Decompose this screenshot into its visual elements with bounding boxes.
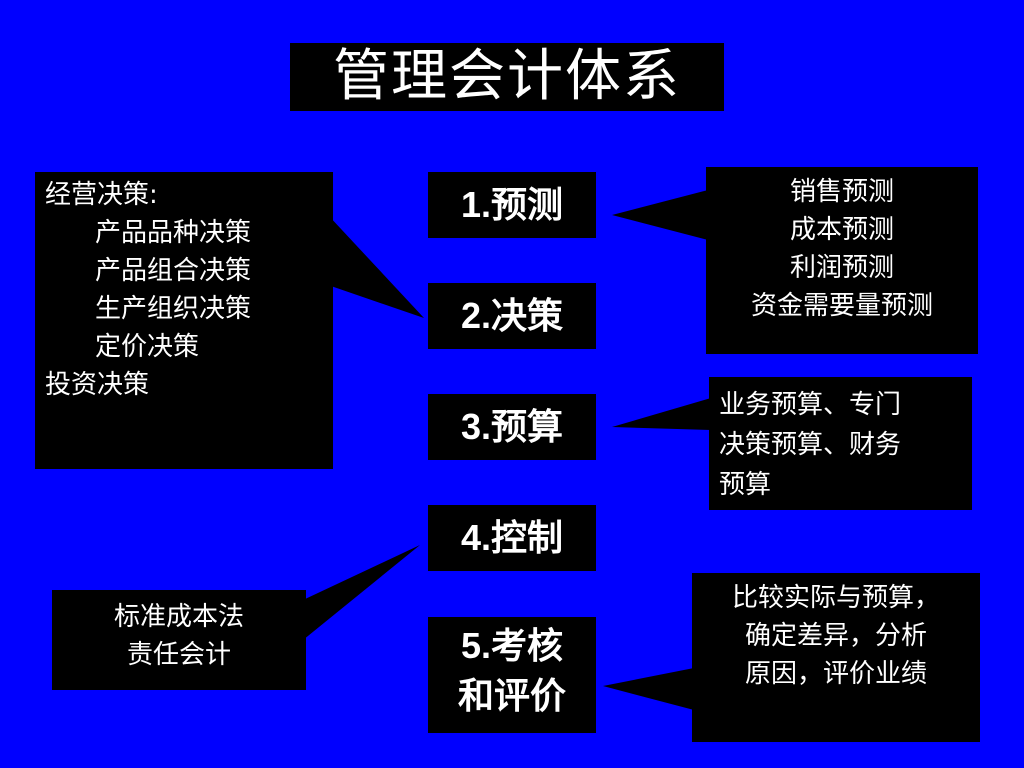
note-decision: 经营决策: 产品品种决策 产品组合决策 生产组织决策 定价决策 投资决策 — [35, 172, 333, 469]
note-heading: 经营决策: — [45, 180, 158, 210]
step-number: 4. — [460, 517, 491, 558]
note-line: 标准成本法 — [113, 602, 244, 632]
step-number: 2. — [460, 295, 491, 336]
note-line: 资金需要量预测 — [750, 291, 933, 321]
note-line: 预算 — [719, 470, 772, 500]
note-line: 业务预算、专门 — [719, 390, 902, 420]
note-evaluation: 比较实际与预算， 确定差异，分析 原因，评价业绩 — [692, 573, 980, 742]
note-footer: 投资决策 — [45, 370, 150, 400]
note-line: 责任会计 — [126, 640, 231, 670]
step-label: 考核 — [491, 626, 564, 667]
step-number: 5. — [460, 625, 491, 666]
pointer-control — [303, 545, 420, 640]
step-forecast: 1.预测 — [428, 172, 596, 238]
note-budget: 业务预算、专门 决策预算、财务 预算 — [709, 377, 972, 510]
step-label-line: 和评价 — [457, 676, 566, 717]
note-line: 决策预算、财务 — [719, 430, 902, 460]
note-item: 产品品种决策 — [95, 218, 252, 248]
note-line: 原因，评价业绩 — [744, 659, 927, 689]
step-label: 预算 — [491, 407, 564, 448]
step-label: 控制 — [491, 518, 564, 559]
step-number: 1. — [460, 184, 491, 225]
note-item: 产品组合决策 — [95, 256, 252, 286]
note-control: 标准成本法 责任会计 — [52, 590, 306, 690]
step-control: 4.控制 — [428, 505, 596, 571]
step-decision: 2.决策 — [428, 283, 596, 349]
note-line: 利润预测 — [789, 253, 894, 283]
note-item: 定价决策 — [95, 332, 200, 362]
step-number: 3. — [460, 406, 491, 447]
pointer-decision — [328, 215, 424, 318]
pointer-budget — [612, 398, 711, 430]
pointer-evaluation — [603, 668, 694, 710]
note-item: 生产组织决策 — [95, 294, 252, 324]
step-evaluation: 5.考核 和评价 — [428, 617, 596, 733]
note-line: 销售预测 — [789, 177, 894, 207]
note-line: 比较实际与预算， — [731, 583, 940, 613]
note-forecast: 销售预测 成本预测 利润预测 资金需要量预测 — [706, 167, 978, 354]
step-label-line: 5.考核 — [428, 621, 596, 672]
note-line: 成本预测 — [789, 215, 894, 245]
step-label: 预测 — [491, 185, 564, 226]
step-label: 决策 — [491, 296, 564, 337]
diagram-title: 管理会计体系 — [290, 43, 724, 111]
pointer-forecast — [612, 190, 708, 240]
step-budget: 3.预算 — [428, 394, 596, 460]
note-line: 确定差异，分析 — [744, 621, 927, 651]
